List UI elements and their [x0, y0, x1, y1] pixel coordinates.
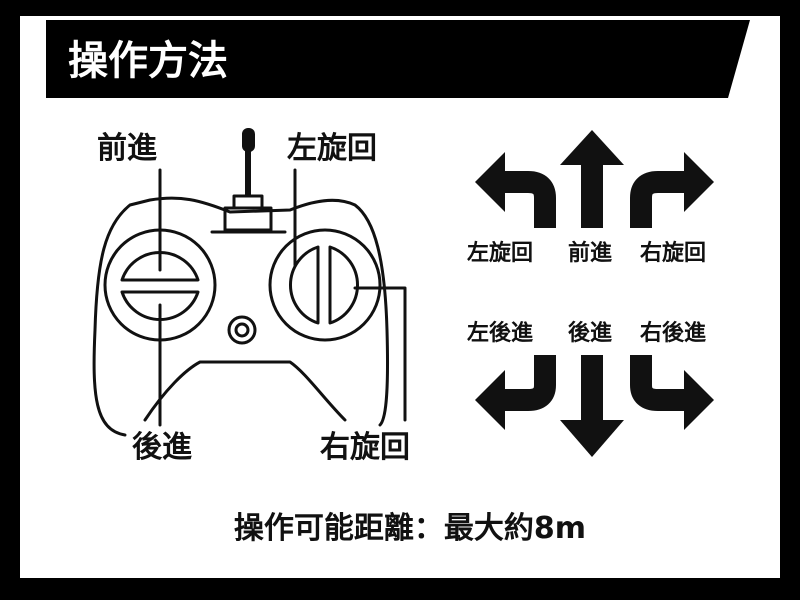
arrow-label-forward: 前進 [568, 240, 612, 266]
operating-range-text: 操作可能距離：最大約8m [234, 511, 586, 546]
arrow-label-back-left: 左後進 [467, 320, 533, 346]
panel [20, 16, 780, 578]
label-turn-right: 右旋回 [320, 430, 410, 465]
backward-arrow-icon [560, 355, 624, 457]
controller-illustration [92, 128, 407, 437]
arrow-label-back-right: 右後進 [640, 320, 706, 346]
turn-right-arrow-icon [630, 152, 714, 228]
label-backward: 後進 [132, 430, 192, 465]
back-right-arrow-icon [630, 355, 714, 430]
page-title: 操作方法 [68, 38, 228, 84]
forward-arrow-icon [560, 130, 624, 228]
arrow-label-backward: 後進 [568, 320, 612, 346]
label-forward: 前進 [97, 131, 157, 166]
arrow-label-turn-right: 右旋回 [640, 240, 706, 266]
label-turn-left: 左旋回 [287, 131, 377, 166]
header-band [46, 20, 750, 98]
turn-left-arrow-icon [475, 152, 556, 228]
back-left-arrow-icon [475, 355, 556, 430]
arrow-label-turn-left: 左旋回 [467, 240, 533, 266]
